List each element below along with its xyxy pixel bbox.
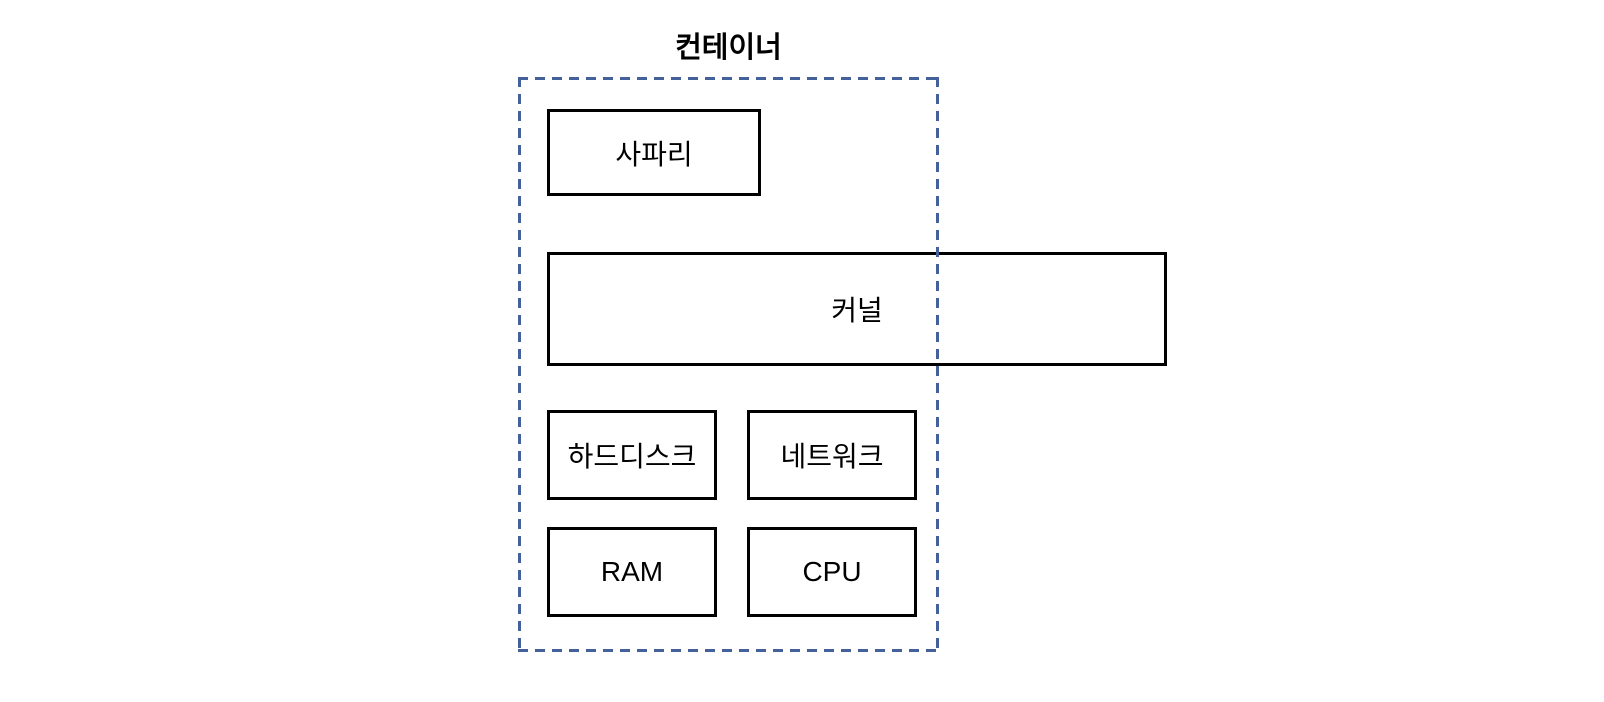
box-harddisk: 하드디스크 <box>547 410 717 500</box>
box-harddisk-label: 하드디스크 <box>567 441 697 472</box>
box-network: 네트워크 <box>747 410 917 500</box>
box-ram: RAM <box>547 527 717 617</box>
box-cpu: CPU <box>747 527 917 617</box>
box-kernel-label: 커널 <box>831 295 883 326</box>
box-network-label: 네트워크 <box>780 441 884 472</box>
box-safari-label: 사파리 <box>615 138 693 170</box>
box-safari: 사파리 <box>547 109 761 196</box>
dashed-border-bottom <box>518 649 939 652</box>
box-ram-label: RAM <box>600 556 664 587</box>
dashed-border-left <box>518 77 521 652</box>
box-cpu-label: CPU <box>802 556 862 587</box>
box-kernel: 커널 <box>547 252 1167 366</box>
container-title: 컨테이너 <box>675 32 782 64</box>
dashed-border-top <box>518 77 939 80</box>
